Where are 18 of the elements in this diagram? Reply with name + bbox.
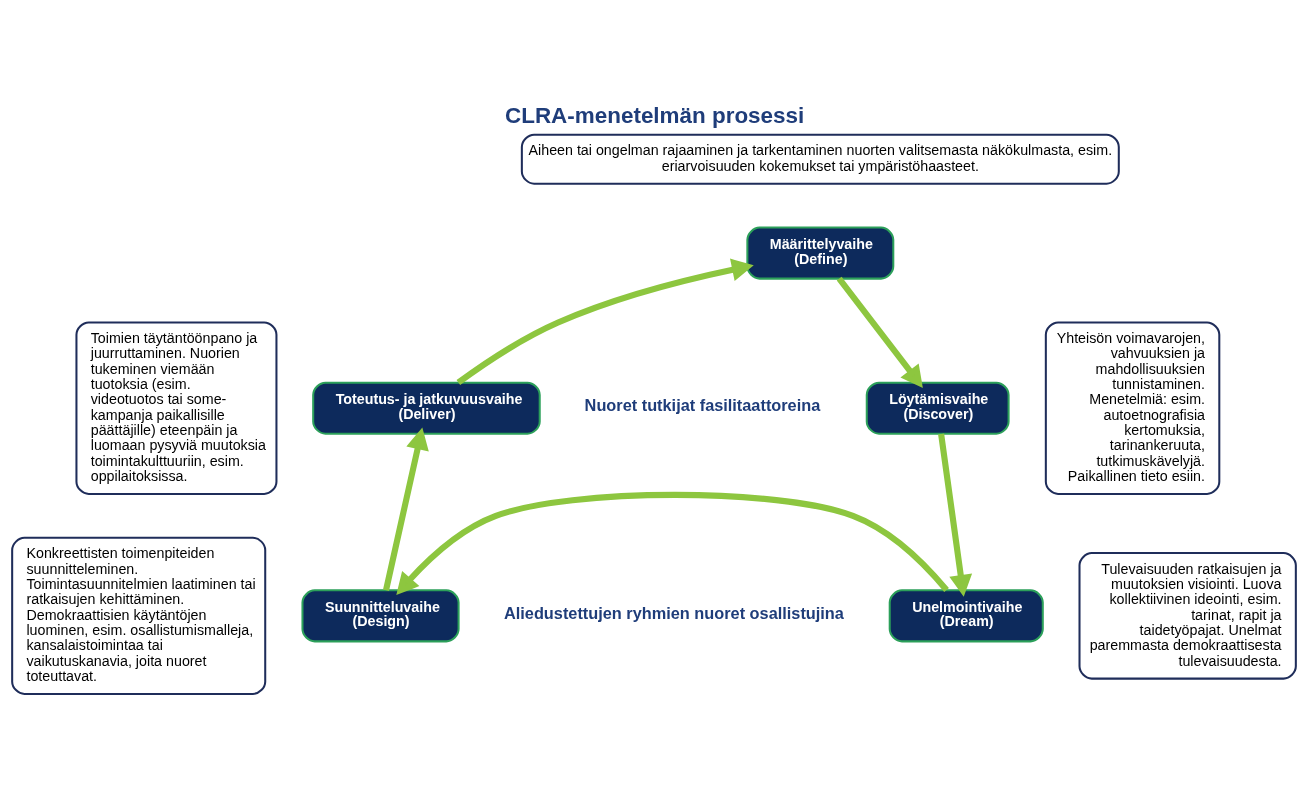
diagram-title: CLRA-menetelmän prosessi	[505, 102, 805, 128]
node-box: Toteutus- ja jatkuvuusvaihe (Deliver)	[312, 381, 541, 435]
node-box: Konkreettisten toimenpiteiden suunnitteleminen. Toimintasuunnitelmien laatiminen tai ratkaisujen kehittäminen. Demokraattisien käytäntöjen luominen, esim. osallistumismalleja, kansalaistoimintaa tai vaikutuskanavia, joita nuoret toteuttavat.	[11, 536, 267, 695]
arrow	[383, 427, 429, 591]
arrow	[396, 491, 949, 595]
node-box: Suunnitteluvaihe (Design)	[301, 588, 460, 642]
node-box: Löytämisvaihe (Discover)	[865, 381, 1010, 435]
node-box: Määrittelyvaihe (Define)	[746, 226, 895, 280]
node-box: Toimien täytäntöönpano ja juurruttaminen. Nuorien tukeminen viemään tuotoksia (esim. videotuotos tai some-kampanja paikallisille päättäjille) eteenpäin ja luomaan pysyviä muutoksia toimintakulttuuriin, esim. oppilaitoksissa.	[75, 320, 278, 495]
arrow	[938, 433, 973, 597]
node-box: Unelmointivaihe (Dream)	[888, 588, 1044, 642]
arrow	[836, 276, 923, 388]
label: Nuoret tutkijat fasilitaattoreina	[584, 395, 821, 414]
node-box: Aiheen tai ongelman rajaaminen ja tarkentaminen nuorten valitsemasta näkökulmasta, esim. eriarvoisuuden kokemukset tai ympäristöhaasteet.	[520, 133, 1120, 185]
arrow	[456, 258, 754, 385]
node-box: Yhteisön voimavarojen, vahvuuksien ja mahdollisuuksien tunnistaminen. Menetelmiä: esim. autoetnografisia kertomuksia, tarinankeruuta, tutkimuskävelyjä. Paikallinen tieto esiin.	[1044, 320, 1221, 495]
node-box: Tulevaisuuden ratkaisujen ja muutoksien visiointi. Luova kollektiivinen ideointi, esim. tarinat, rapit ja taidetyöpajat. Unelmat paremmasta demokraattisesta tulevaisuudesta.	[1078, 551, 1297, 680]
label: Aliedustettujen ryhmien nuoret osallistujina	[504, 603, 844, 622]
